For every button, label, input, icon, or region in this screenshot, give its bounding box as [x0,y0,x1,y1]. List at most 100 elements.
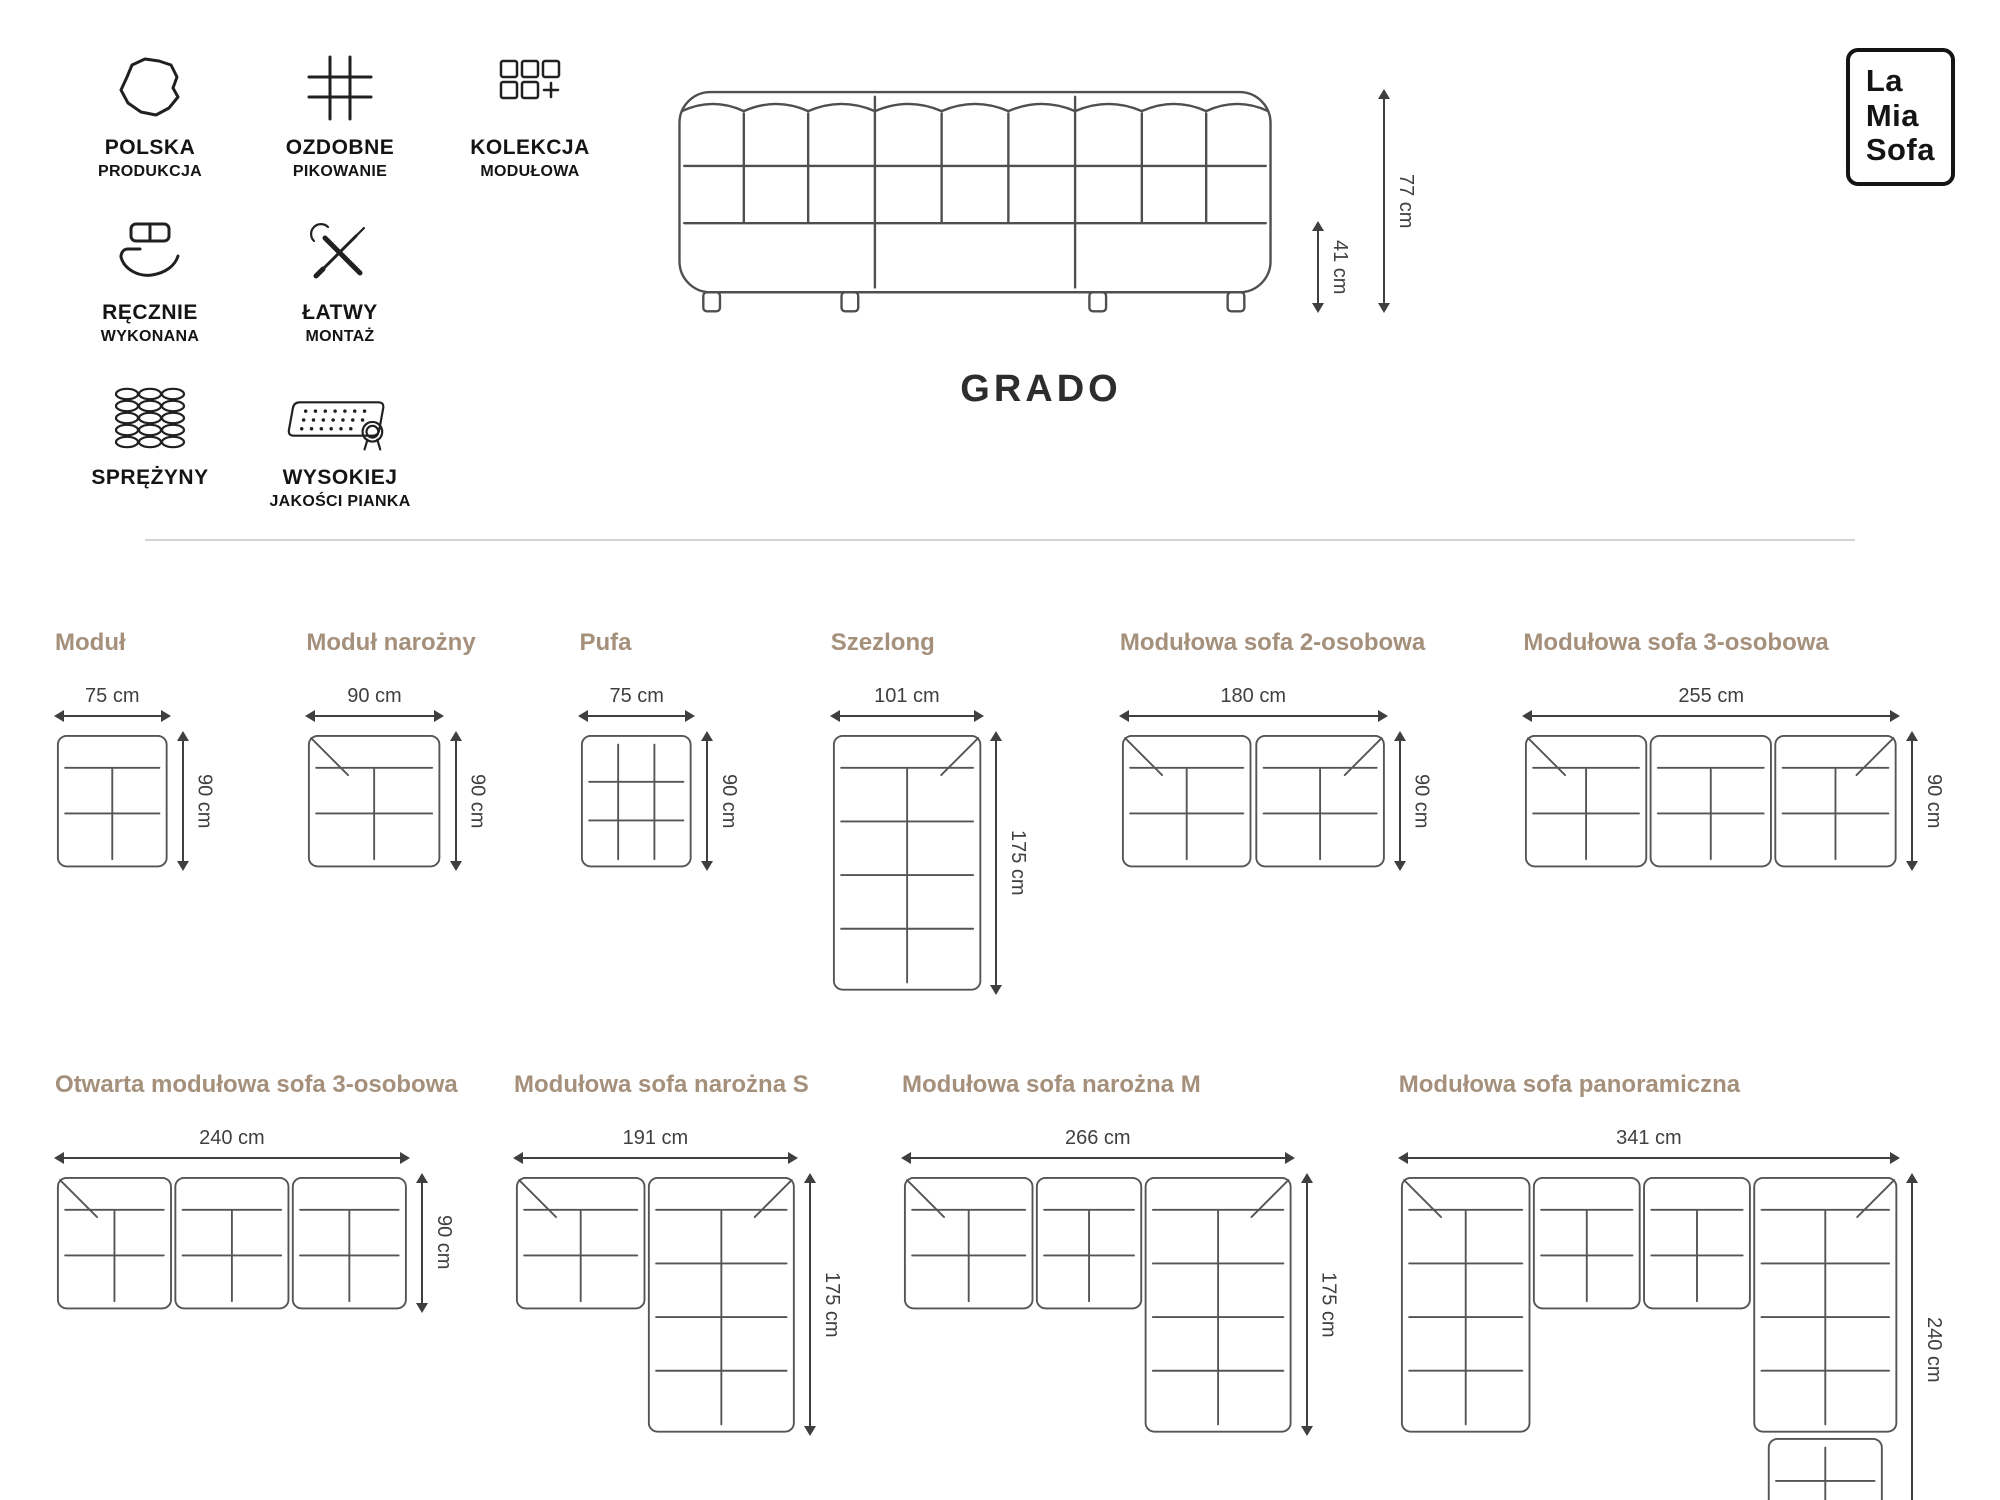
module-diagram-szezlong [831,733,983,993]
product-hero: 41 cm 77 cm GRADO [655,42,1846,411]
module-card-pufa: Pufa 75 cm 90 cm [579,629,740,870]
vertical-arrow [705,733,708,870]
module-title: Modułowa sofa panoramiczna [1398,1070,1741,1098]
feature-row: POLSKA PRODUKCJA OZDOBNE PIKOWANIE [55,42,655,181]
module-diagram-modul [55,733,170,869]
vertical-arrow [995,733,998,993]
height-dimension: 90 cm [1387,733,1433,870]
horizontal-arrow [307,715,442,717]
feature-label: KOLEKCJA [470,136,590,159]
width-label: 75 cm [85,685,140,707]
vertical-arrow [1305,1174,1308,1435]
feature-sublabel: JAKOŚCI PIANKA [269,493,411,510]
feature-recznie-wykonana: RĘCZNIE WYKONANA [55,207,245,346]
easy-assembly-icon [302,207,378,291]
module-card-sofa-2-osobowa: Modułowa sofa 2-osobowa 180 cm 90 cm [1119,629,1433,870]
module-title: Modułowa sofa 2-osobowa [1119,629,1426,656]
vertical-arrow [1383,91,1385,311]
height-label: 175 cm [820,1271,843,1338]
width-dimension: 191 cm [514,1127,797,1159]
feature-label: OZDOBNE [285,136,395,159]
horizontal-arrow [903,1156,1293,1159]
module-card-modul: Moduł 75 cm 90 cm [55,629,216,870]
width-dimension: 75 cm [579,685,694,717]
vertical-arrow [808,1174,811,1435]
feature-sublabel: PIKOWANIE [292,163,388,180]
brand-logo: La Mia Sofa [1845,48,1955,187]
module-diagram-sofa-2-osobowa [1120,733,1387,869]
feature-list: POLSKA PRODUKCJA OZDOBNE PIKOWANIE [55,42,655,511]
feature-sublabel: PRODUKCJA [97,163,203,180]
sofa-front-illustration [678,90,1272,313]
module-diagram-otwarta-sofa [55,1175,409,1311]
width-dimension: 101 cm [831,685,983,717]
module-title: Moduł narożny [306,629,476,656]
feature-row: RĘCZNIE WYKONANA ŁATWY MONTAŻ [55,207,655,346]
module-diagram-narozna-m [902,1175,1294,1435]
horizontal-arrow [831,715,983,717]
width-label: 75 cm [609,685,664,707]
module-diagram-pufa [579,733,694,869]
height-dimension: 240 cm [1899,1174,1945,1500]
high-quality-foam-icon [286,372,394,456]
modules-row-1: Moduł 75 cm 90 cm Moduł narożny 90 cm 90… [0,629,2000,993]
horizontal-arrow [580,715,693,717]
brand-line: Sofa [1865,132,1935,168]
height-label: 90 cm [466,773,489,829]
module-diagram-narozna-s [514,1175,797,1435]
width-label: 90 cm [347,685,402,707]
feature-label: SPRĘŻYNY [91,466,209,489]
module-title: Modułowa sofa narożna S [514,1070,809,1098]
sofa-illustration-block: 41 cm 77 cm [665,42,1417,328]
height-label: 90 cm [432,1215,455,1270]
height-label: 90 cm [1410,773,1433,829]
feature-label: RĘCZNIE [102,301,198,324]
width-dimension: 341 cm [1399,1127,1899,1159]
feature-label: POLSKA [104,136,196,159]
module-card-narozna-m: Modułowa sofa narożna M 266 cm 175 cm [902,1071,1340,1435]
module-title: Pufa [579,629,632,656]
feature-label: ŁATWY [302,301,378,324]
feature-wysokiej-jakosci-pianka: WYSOKIEJ JAKOŚCI PIANKA [245,372,435,511]
width-dimension: 90 cm [306,685,442,717]
width-dimension: 266 cm [902,1127,1294,1159]
feature-row: SPRĘŻYNY WYSOKIEJ JAKOŚCI PI [55,372,655,511]
height-dimension: 90 cm [1899,733,1945,870]
vertical-arrow [1317,223,1319,311]
feature-kolekcja-modulowa: KOLEKCJA MODUŁOWA [435,42,625,181]
horizontal-arrow [56,715,169,717]
module-title: Szezlong [830,629,935,656]
feature-polska-produkcja: POLSKA PRODUKCJA [55,42,245,181]
height-dimension: 90 cm [443,733,489,870]
feature-sprezyny: SPRĘŻYNY [55,372,245,511]
module-card-narozna-s: Modułowa sofa narożna S 191 cm 175 cm [514,1071,843,1435]
horizontal-arrow [1399,1156,1898,1159]
horizontal-arrow [515,1156,796,1159]
vertical-arrow [1910,733,1913,870]
height-label: 90 cm [193,773,216,829]
width-label: 191 cm [622,1126,689,1149]
width-dimension: 255 cm [1523,685,1899,717]
horizontal-arrow [1120,715,1386,717]
height-label: 240 cm [1923,1317,1945,1383]
module-card-modul-narozny: Moduł narożny 90 cm 90 cm [306,629,489,870]
height-label: 175 cm [1007,829,1030,896]
width-label: 266 cm [1064,1126,1131,1149]
module-title: Modułowa sofa narożna M [902,1070,1201,1098]
height-dimension: 90 cm [694,733,740,870]
module-diagram-panoramiczna [1399,1175,1899,1500]
brand-line: Mia [1865,97,1919,133]
module-card-panoramiczna: Modułowa sofa panoramiczna 341 cm 240 cm [1399,1071,1945,1500]
width-label: 240 cm [199,1126,265,1149]
brand-line: La [1865,63,1903,98]
divider [145,539,1855,541]
width-label: 101 cm [874,685,940,707]
width-label: 341 cm [1616,1126,1682,1149]
modules-row-2: Otwarta modułowa sofa 3-osobowa 240 cm 9… [0,1071,2000,1500]
height-label: 90 cm [1922,773,1945,829]
vertical-arrow [1911,1174,1913,1500]
height-dimension: 175 cm [1294,1174,1340,1435]
poland-map-icon [112,42,188,126]
vertical-arrow [454,733,457,870]
